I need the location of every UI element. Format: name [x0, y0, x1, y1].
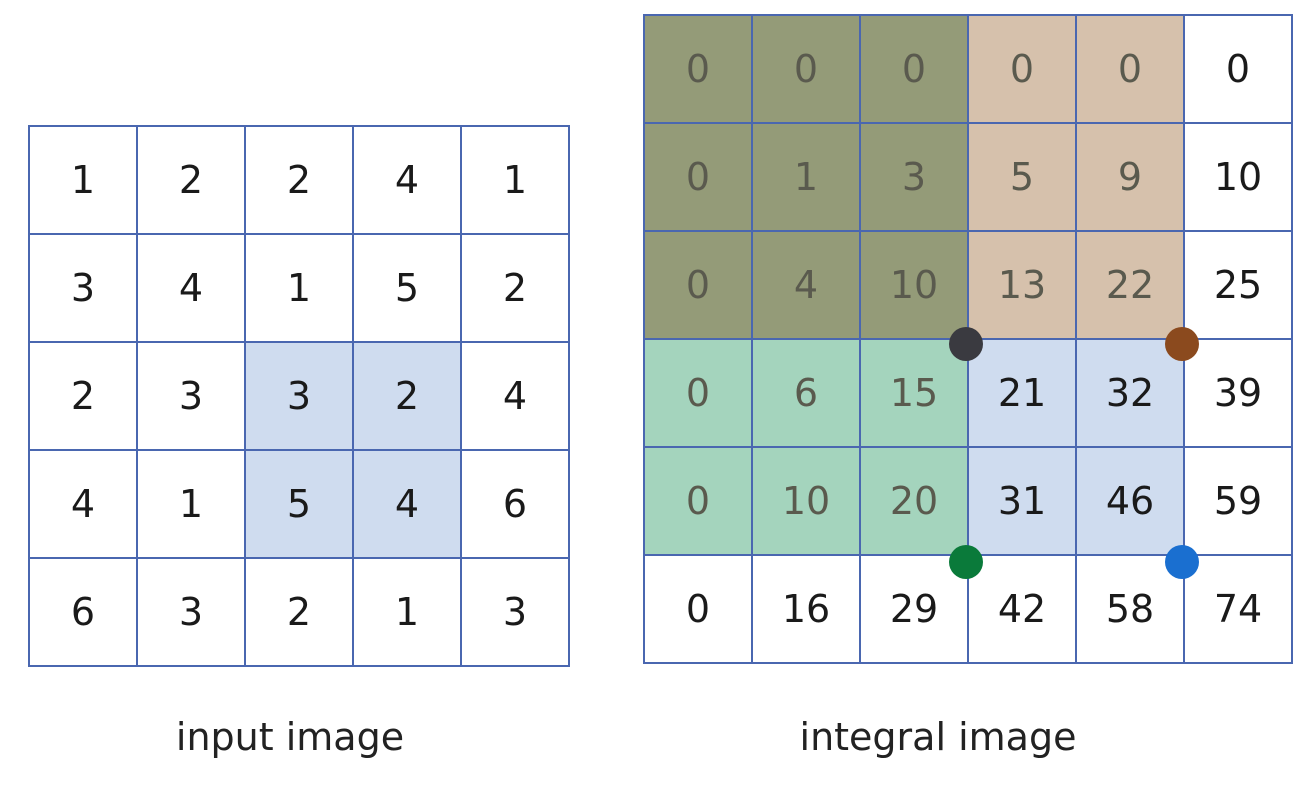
input-cell: 2: [138, 127, 246, 235]
integral-cell: 29: [861, 556, 969, 664]
integral-cell: 58: [1077, 556, 1185, 664]
integral-cell: 42: [969, 556, 1077, 664]
input-cell: 1: [462, 127, 570, 235]
integral-cell: 10: [753, 448, 861, 556]
integral-cell: 0: [645, 124, 753, 232]
integral-cell: 46: [1077, 448, 1185, 556]
input-cell: 5: [246, 451, 354, 559]
input-cell: 3: [462, 559, 570, 667]
integral-cell: 9: [1077, 124, 1185, 232]
integral-cell: 21: [969, 340, 1077, 448]
corner-point-blue: [1165, 545, 1199, 579]
input-cell: 4: [30, 451, 138, 559]
integral-cell: 32: [1077, 340, 1185, 448]
integral-cell: 0: [1077, 16, 1185, 124]
integral-cell: 0: [645, 16, 753, 124]
input-cell: 3: [30, 235, 138, 343]
integral-cell: 10: [861, 232, 969, 340]
integral-cell: 6: [753, 340, 861, 448]
input-cell: 2: [246, 559, 354, 667]
corner-point-green: [949, 545, 983, 579]
integral-cell: 15: [861, 340, 969, 448]
input-image-caption: input image: [175, 715, 405, 759]
integral-cell: 39: [1185, 340, 1293, 448]
corner-point-gray: [949, 327, 983, 361]
input-cell: 1: [246, 235, 354, 343]
integral-cell: 20: [861, 448, 969, 556]
integral-image-caption: integral image: [799, 715, 1077, 759]
integral-cell: 25: [1185, 232, 1293, 340]
input-cell: 2: [354, 343, 462, 451]
input-cell: 6: [462, 451, 570, 559]
integral-cell: 74: [1185, 556, 1293, 664]
input-cell: 1: [138, 451, 246, 559]
integral-cell: 10: [1185, 124, 1293, 232]
integral-cell: 16: [753, 556, 861, 664]
input-cell: 4: [462, 343, 570, 451]
integral-cell: 0: [1185, 16, 1293, 124]
input-cell: 1: [30, 127, 138, 235]
integral-cell: 31: [969, 448, 1077, 556]
input-cell: 2: [30, 343, 138, 451]
integral-cell: 4: [753, 232, 861, 340]
integral-cell: 0: [645, 556, 753, 664]
integral-cell: 0: [753, 16, 861, 124]
integral-cell: 0: [645, 448, 753, 556]
input-cell: 2: [246, 127, 354, 235]
integral-cell: 5: [969, 124, 1077, 232]
integral-cell: 0: [645, 340, 753, 448]
input-cell: 4: [354, 127, 462, 235]
corner-point-brown: [1165, 327, 1199, 361]
input-cell: 4: [354, 451, 462, 559]
input-cell: 3: [138, 559, 246, 667]
input-cell: 4: [138, 235, 246, 343]
input-cell: 2: [462, 235, 570, 343]
input-cell: 6: [30, 559, 138, 667]
input-cell: 1: [354, 559, 462, 667]
integral-cell: 22: [1077, 232, 1185, 340]
input-cell: 5: [354, 235, 462, 343]
integral-cell: 13: [969, 232, 1077, 340]
input-cell: 3: [138, 343, 246, 451]
integral-cell: 0: [969, 16, 1077, 124]
input-cell: 3: [246, 343, 354, 451]
integral-cell: 3: [861, 124, 969, 232]
integral-cell: 0: [645, 232, 753, 340]
integral-cell: 1: [753, 124, 861, 232]
integral-cell: 59: [1185, 448, 1293, 556]
integral-cell: 0: [861, 16, 969, 124]
